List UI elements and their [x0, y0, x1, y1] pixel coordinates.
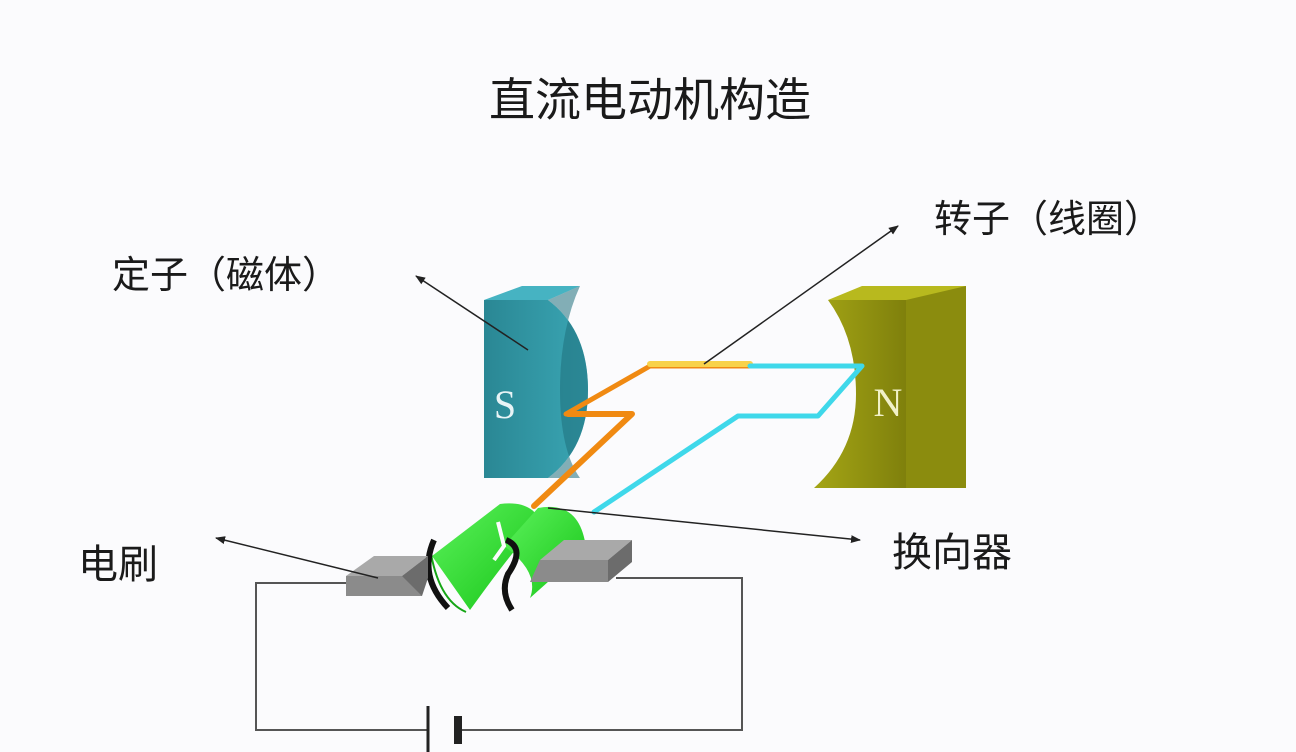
battery-icon [426, 706, 462, 752]
rotor-coil [531, 361, 865, 515]
brush-label: 电刷 [78, 542, 158, 588]
south-pole-label: S [494, 382, 516, 427]
commutator [425, 503, 586, 613]
leader-arrows [215, 225, 899, 579]
south-magnet: S [484, 286, 588, 478]
left-brush [346, 556, 428, 596]
stator-arrow [415, 275, 529, 351]
diagram-title: 直流电动机构造 [489, 73, 811, 127]
brush-arrow [215, 536, 379, 579]
north-pole-label: N [874, 380, 903, 425]
rotor-label: 转子（线圈） [934, 197, 1162, 241]
right-brush [530, 540, 632, 582]
stator-label: 定子（磁体） [112, 253, 340, 297]
north-magnet: N [814, 286, 966, 488]
commutator-label: 换向器 [892, 530, 1012, 576]
circuit-wire [255, 577, 743, 731]
rotor-arrow [703, 225, 899, 365]
commutator-arrow [547, 507, 861, 544]
